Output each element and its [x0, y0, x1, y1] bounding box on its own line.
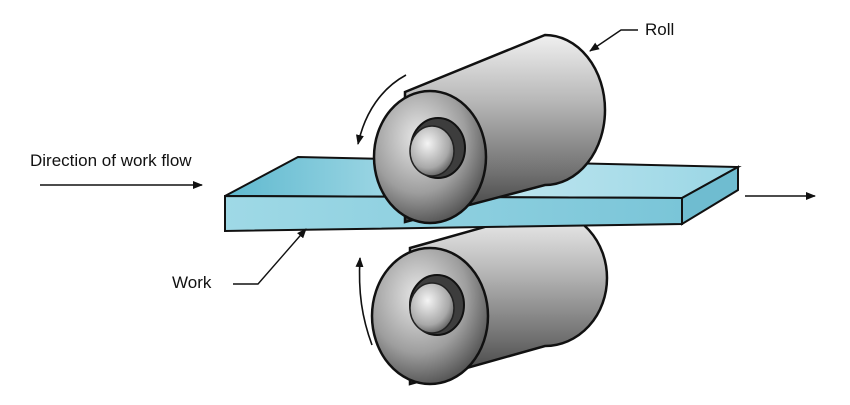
direction-of-work-flow-label: Direction of work flow [30, 151, 192, 170]
bottom-roll-rotation-arrow [355, 257, 373, 346]
roll-leader-line [589, 29, 638, 52]
top-roll-rotation-arrow [356, 74, 407, 145]
work-label: Work [172, 273, 212, 292]
bottom-roll [370, 208, 609, 386]
work-leader-line [233, 228, 307, 285]
top-roll [372, 33, 607, 225]
roll-label: Roll [645, 20, 675, 39]
